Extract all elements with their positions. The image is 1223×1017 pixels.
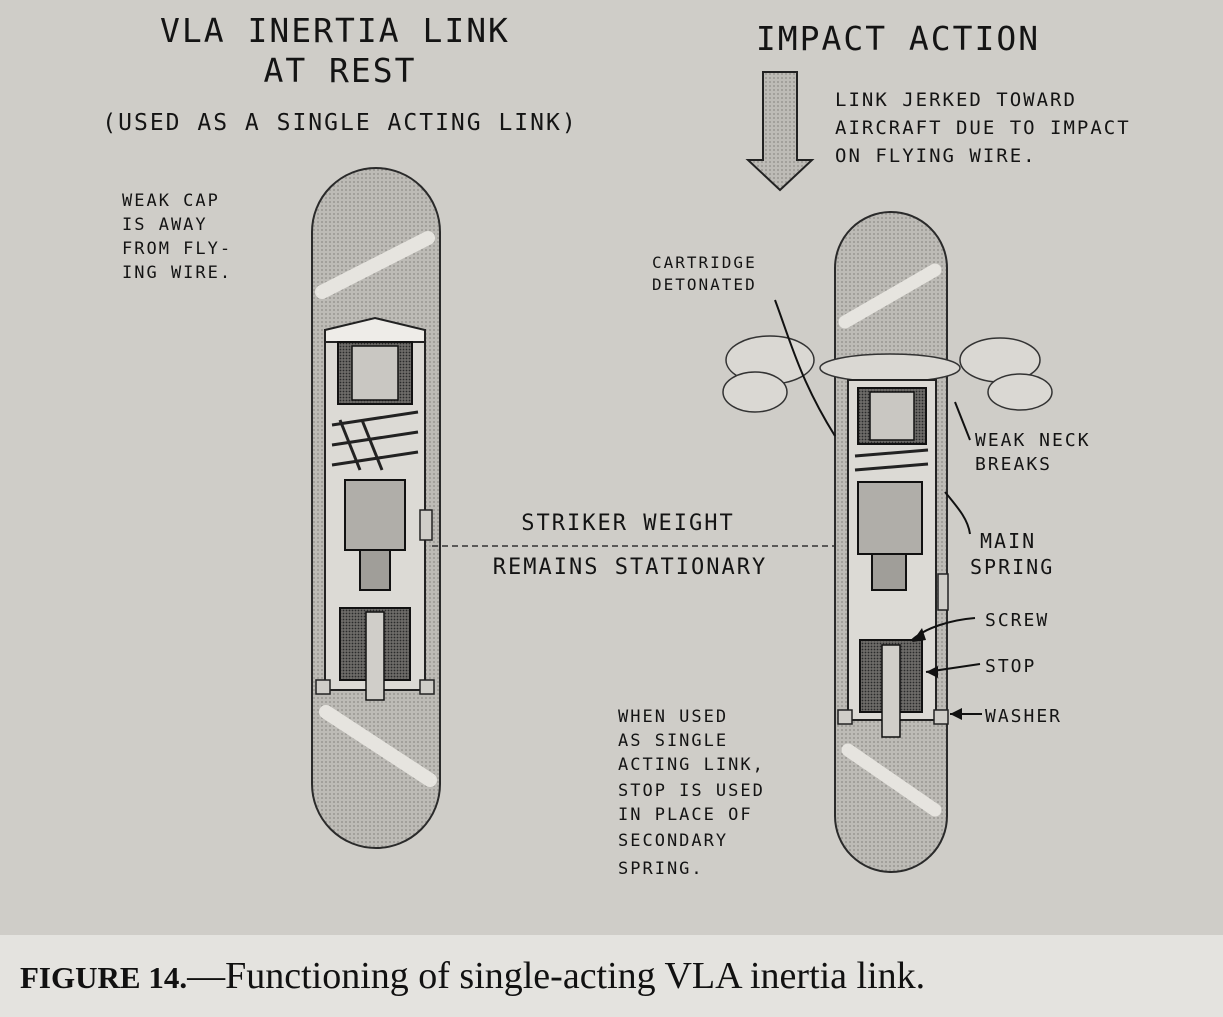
left-main-spring: [331, 410, 419, 471]
impact-note-3: ON FLYING WIRE.: [835, 145, 1037, 167]
screw-label: SCREW: [985, 610, 1049, 631]
left-subtitle: (USED AS A SINGLE ACTING LINK): [102, 110, 577, 136]
single-acting-note-7: SPRING.: [618, 859, 704, 879]
explosion-cloud: [722, 335, 1053, 413]
leader-lines: [774, 299, 982, 715]
main-spring-note-2: SPRING: [970, 555, 1054, 579]
stop-label: STOP: [985, 656, 1036, 677]
figure-caption-text: —Functioning of single-acting VLA inerti…: [186, 955, 925, 997]
left-weak-cap: [324, 316, 426, 343]
striker-note-1: STRIKER WEIGHT: [521, 511, 734, 536]
left-title-line1: VLA INERTIA LINK: [160, 11, 510, 50]
impact-arrow: [745, 71, 815, 192]
single-acting-note-3: ACTING LINK,: [618, 755, 765, 775]
single-acting-note-4: STOP IS USED: [618, 781, 765, 801]
left-inertia-link: [311, 167, 441, 849]
right-bottom-slot: [841, 743, 942, 817]
right-striker-weight: [857, 481, 923, 555]
cartridge-note-1: CARTRIDGE: [652, 253, 757, 272]
single-acting-note-6: SECONDARY: [618, 831, 728, 851]
right-main-spring: [854, 448, 929, 472]
weak-neck-note-1: WEAK NECK: [975, 430, 1091, 451]
single-acting-note-5: IN PLACE OF: [618, 805, 753, 825]
left-top-slot: [315, 231, 435, 299]
cartridge-note-2: DETONATED: [652, 275, 757, 294]
weak-cap-note-2: IS AWAY: [122, 215, 208, 235]
weak-cap-note-3: FROM FLY-: [122, 239, 232, 259]
left-title-line2: AT REST: [263, 51, 416, 90]
weak-neck-note-2: BREAKS: [975, 454, 1052, 475]
right-screw: [881, 644, 901, 738]
weak-cap-note-4: ING WIRE.: [122, 263, 232, 283]
right-inertia-link: [722, 211, 1053, 873]
figure-caption-label: FIGURE 14.: [20, 960, 187, 995]
impact-note-1: LINK JERKED TOWARD: [835, 89, 1077, 111]
striker-note-2: REMAINS STATIONARY: [493, 555, 767, 580]
impact-note-2: AIRCRAFT DUE TO IMPACT: [835, 117, 1131, 139]
single-acting-note-1: WHEN USED: [618, 707, 728, 727]
right-title: IMPACT ACTION: [756, 19, 1040, 58]
washer-label: WASHER: [985, 706, 1062, 727]
single-acting-note-2: AS SINGLE: [618, 731, 728, 751]
right-top-slot: [838, 263, 942, 329]
figure-caption: FIGURE 14.—Functioning of single-acting …: [20, 955, 925, 997]
left-screw: [365, 611, 385, 701]
left-bottom-slot: [319, 705, 437, 787]
left-striker-weight: [344, 479, 406, 551]
weak-cap-note-1: WEAK CAP: [122, 191, 220, 211]
figure-area: [0, 0, 1223, 935]
main-spring-note-1: MAIN: [980, 529, 1036, 553]
caption-band: [0, 935, 1223, 1017]
